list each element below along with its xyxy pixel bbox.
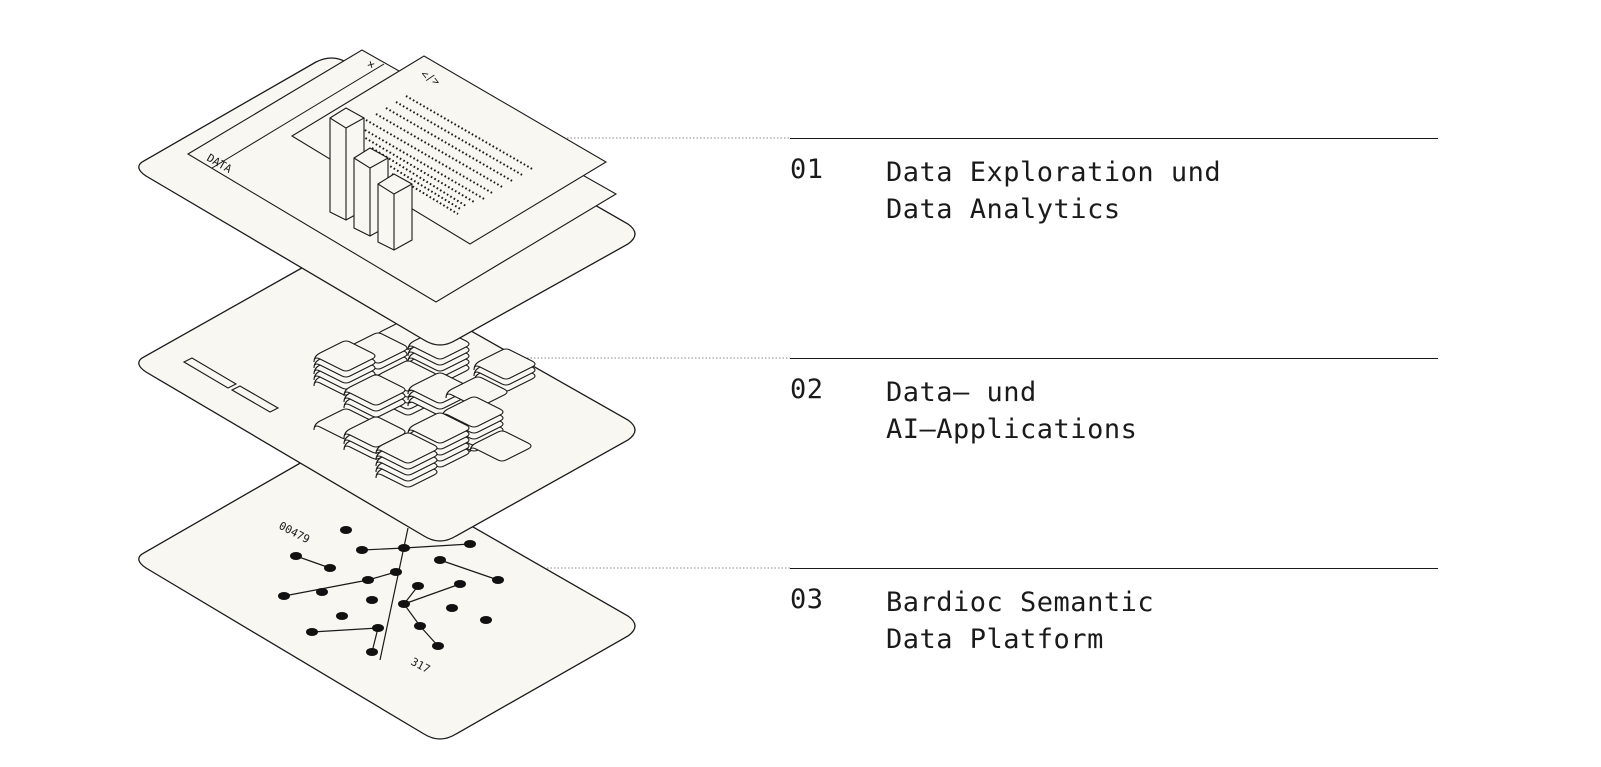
item-title: Data– und AI–Applications [886,377,1138,445]
item-title: Data Exploration und Data Analytics [886,157,1222,225]
item-divider [790,358,1438,359]
platform-layer-top: DATA × </> [138,49,636,346]
item-number: 02 [790,374,824,405]
item-divider [790,568,1438,569]
item-number: 03 [790,584,824,615]
bar-chart-3d [329,107,413,251]
item-number: 01 [790,154,824,185]
item-divider [790,138,1438,139]
item-title: Bardioc Semantic Data Platform [886,587,1155,655]
